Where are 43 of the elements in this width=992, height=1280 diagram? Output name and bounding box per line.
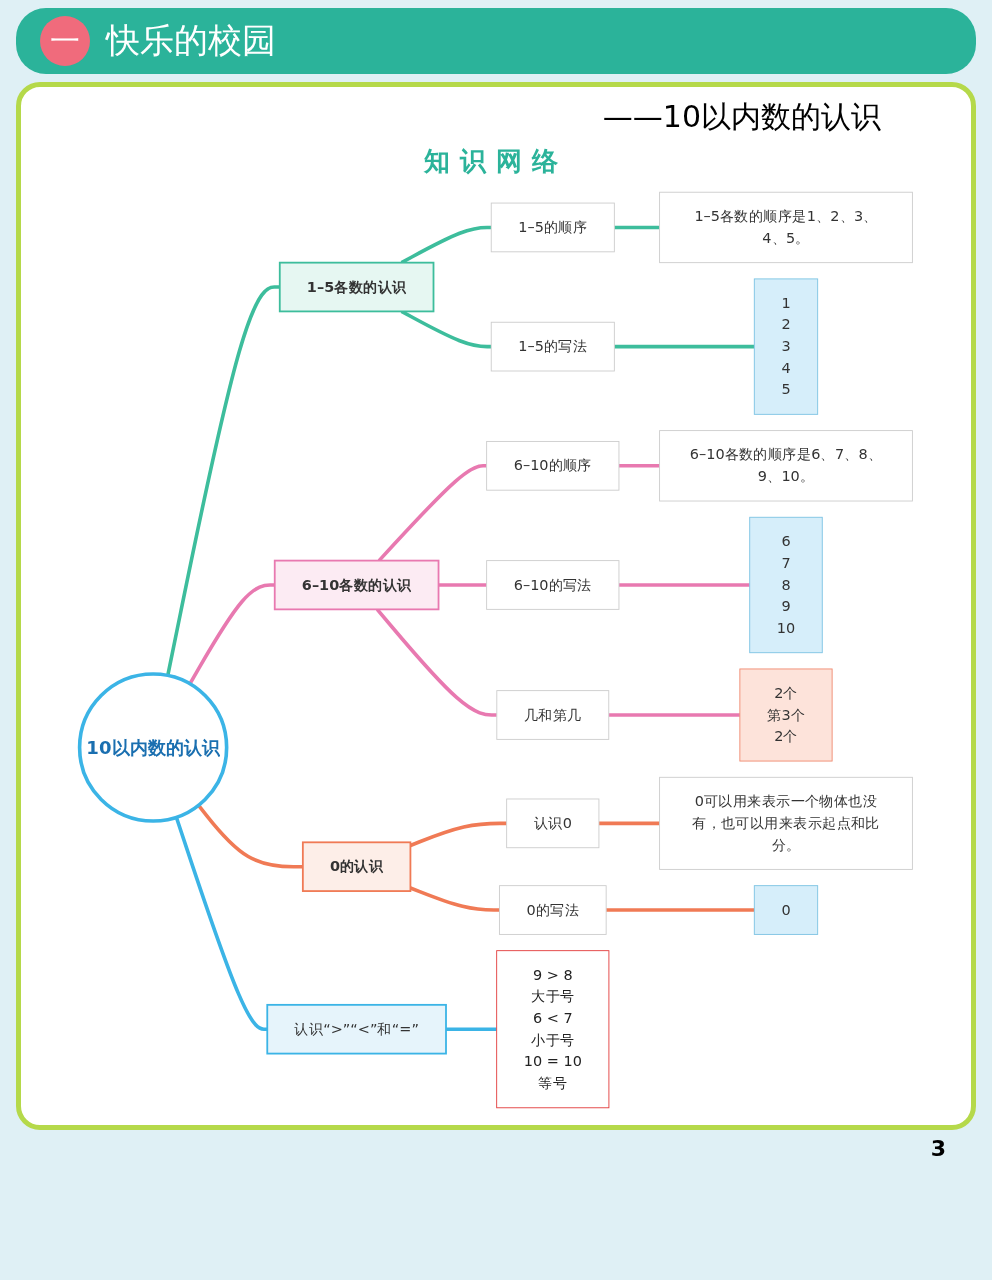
node-circle bbox=[77, 672, 229, 823]
connector bbox=[166, 285, 280, 676]
connector bbox=[188, 583, 275, 685]
node-box bbox=[486, 560, 620, 610]
connector bbox=[614, 344, 755, 349]
page-number: 3 bbox=[929, 1136, 946, 1161]
title: 快乐的校园 bbox=[106, 19, 276, 62]
node-box bbox=[749, 516, 823, 654]
node-box bbox=[496, 950, 610, 1109]
node-box bbox=[278, 261, 435, 313]
connector bbox=[618, 583, 750, 587]
chapter-number: 一 bbox=[40, 16, 90, 66]
connector bbox=[409, 821, 507, 848]
connector bbox=[409, 886, 500, 912]
connector bbox=[598, 821, 660, 826]
node-box bbox=[499, 885, 607, 935]
node-box bbox=[486, 441, 620, 491]
node-box bbox=[659, 776, 913, 870]
node-box bbox=[490, 321, 615, 372]
node-box bbox=[753, 278, 819, 415]
node-box bbox=[273, 559, 440, 611]
connector bbox=[174, 816, 268, 1032]
connector bbox=[614, 225, 660, 230]
node-box bbox=[301, 841, 412, 892]
node-box bbox=[496, 690, 610, 740]
connector bbox=[618, 464, 660, 468]
connector bbox=[197, 804, 303, 869]
node-box bbox=[659, 430, 913, 502]
connector bbox=[377, 464, 487, 562]
node-box bbox=[753, 885, 819, 935]
connector bbox=[608, 713, 740, 717]
connector bbox=[606, 908, 755, 912]
node-box bbox=[490, 202, 615, 253]
card-background: ——10以内数的认识 知识网络 10以内数的认识 1–5各数的认识 1–5的顺序 1–5各数的顺序是1、2、3、4、5。 1–5的写法 1 2 3 4 5 6–10各数的认识 6–10的顺序 6–10各数的顺序是6、7、8、9、10。 6–10的写法 6 7 8 9 10 几和第几 2个 第3个 2个 0的认识 认识0 0可以用来表示一个物体也没有，也可以用来表示起点和比分。 0的写法 0 认识“>”“<”和“=” 9 > 8 大于号 6 < 7 小于号 10 = 10 等号 bbox=[16, 82, 976, 1130]
connector bbox=[446, 1027, 497, 1032]
subtitle: ——10以内数的认识 bbox=[601, 98, 881, 136]
connector bbox=[375, 608, 497, 717]
section-heading: 知识网络 bbox=[423, 145, 569, 178]
connector bbox=[438, 583, 487, 587]
node-box bbox=[266, 1003, 447, 1055]
node-box bbox=[739, 668, 833, 762]
node-box bbox=[506, 798, 600, 849]
node-box bbox=[659, 191, 913, 264]
